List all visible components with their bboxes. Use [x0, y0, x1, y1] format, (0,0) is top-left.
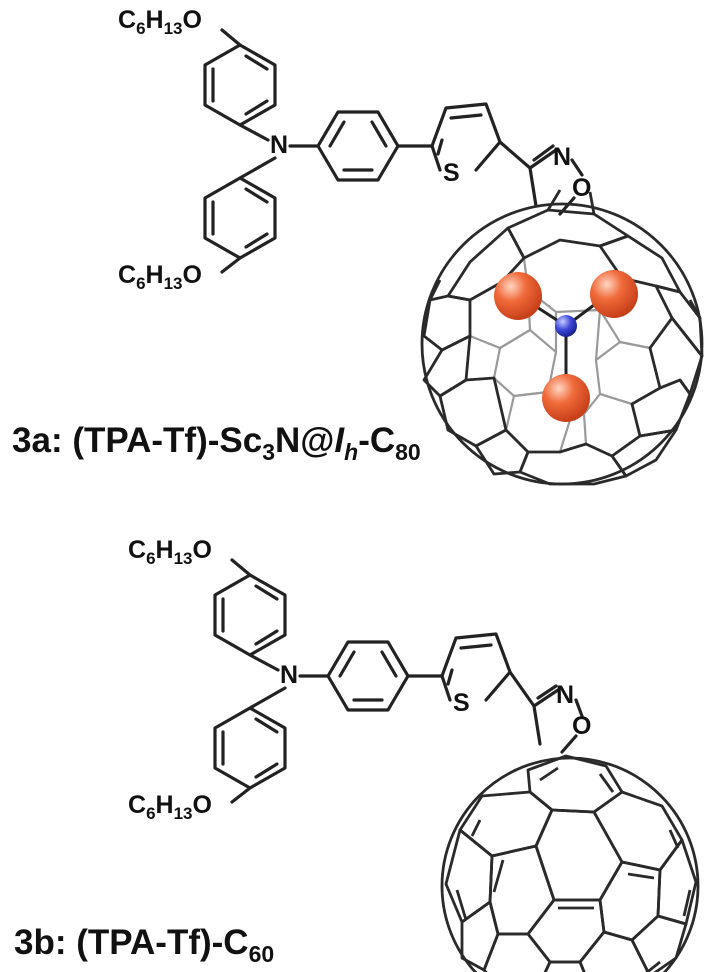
phenyl-ring-top-3a [203, 43, 277, 127]
sc3n-cluster [494, 270, 638, 422]
sc-atom-right [590, 270, 638, 318]
thiophene-ring-3b [440, 632, 512, 702]
phenyl-ring-central-3a [316, 110, 400, 182]
n-atom-center [555, 315, 577, 337]
hexyloxy-bottom-label-3b: C6H13O [128, 791, 212, 823]
sc-atom-left [494, 272, 542, 320]
fullerene-c80-cage [420, 189, 704, 486]
isoxazoline-n-atom-3b: N [556, 681, 574, 709]
hexyloxy-top-label-3a: C6H13O [118, 6, 202, 38]
isoxazoline-ring-3b [532, 684, 584, 754]
bond-n-ring-bottom-3a [238, 156, 277, 180]
isoxazoline-o-atom-3b: O [572, 712, 591, 740]
caption-3a: 3a: (TPA-Tf)-Sc3N@Ih-C80 [12, 421, 421, 465]
hexyloxy-bottom-label-3a: C6H13O [118, 261, 202, 293]
molecule-3a: C6H13O N C6H13O [12, 6, 704, 486]
thiophene-s-atom-3b: S [453, 689, 470, 717]
bond-ring-n-top-3a [238, 123, 270, 142]
bond-thiophene-isoxazoline-3a [498, 140, 532, 170]
isoxazoline-n-atom-3a: N [553, 143, 571, 171]
thiophene-s-atom-3a: S [443, 159, 460, 187]
bond-o-ring-top-3a [220, 28, 242, 47]
bond-ring-o-bottom-3a [220, 256, 242, 274]
cage-front-face-3a [420, 189, 704, 486]
fullerene-c60-cage [440, 754, 700, 972]
phenyl-ring-bottom-3b [213, 706, 287, 790]
caption-3b: 3b: (TPA-Tf)-C60 [14, 923, 274, 967]
sc-atom-bottom [542, 374, 590, 422]
hexyloxy-top-label-3b: C6H13O [128, 536, 212, 568]
thiophene-ring-3a [430, 102, 502, 172]
phenyl-ring-bottom-3a [203, 176, 277, 260]
molecule-3b: C6H13O N C6H13O S [14, 536, 700, 972]
phenyl-ring-top-3b [213, 573, 287, 657]
isoxazoline-o-atom-3a: O [572, 174, 591, 202]
cage-back-face-3a [464, 238, 681, 458]
amine-n-atom-3a: N [270, 131, 288, 159]
amine-n-atom-3b: N [280, 661, 298, 689]
phenyl-ring-central-3b [326, 640, 410, 712]
